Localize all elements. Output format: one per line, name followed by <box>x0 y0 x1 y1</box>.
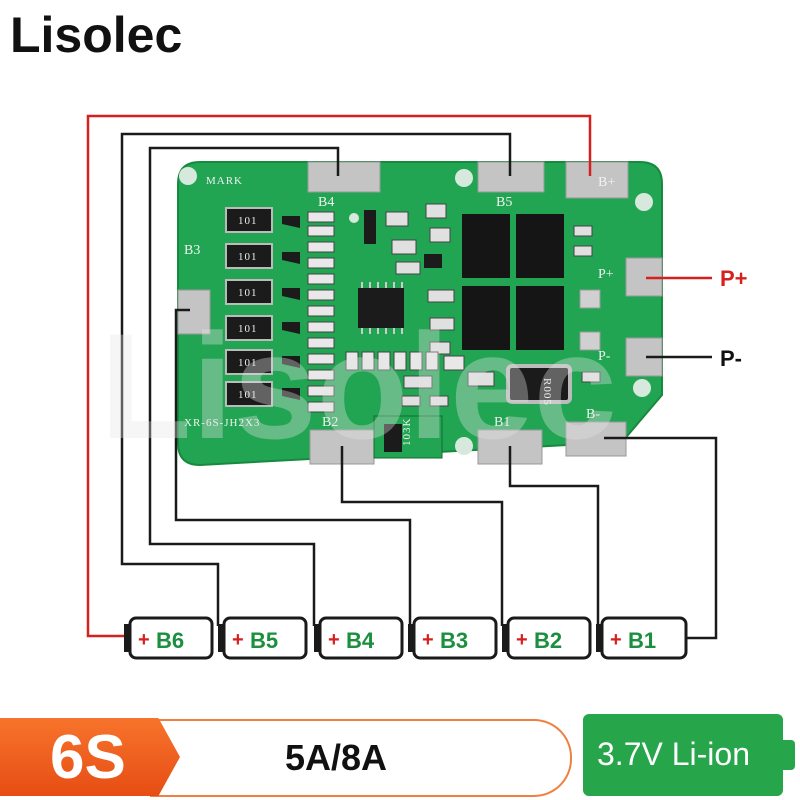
resistor-column: 101 101 101 101 101 101 <box>225 207 273 407</box>
mounting-hole-icon <box>349 213 359 223</box>
svg-text:101: 101 <box>238 287 258 299</box>
battery-cell-icon: + B4 <box>314 616 404 660</box>
svg-text:+: + <box>232 629 244 651</box>
test-pad <box>579 289 601 309</box>
mounting-hole-icon <box>633 379 651 397</box>
label-p-plus: P+ <box>720 266 748 291</box>
label-b2: B2 <box>322 415 338 430</box>
cell-label-b5: B5 <box>250 628 278 653</box>
label-b4: B4 <box>318 195 334 210</box>
series-badge: 6S <box>0 718 180 796</box>
cell-label-b4: B4 <box>346 628 375 653</box>
battery-cell-icon: + B6 <box>124 616 214 660</box>
label-b1: B1 <box>494 415 510 430</box>
test-pad <box>579 331 601 351</box>
svg-text:+: + <box>422 629 434 651</box>
mounting-hole-icon <box>455 437 473 455</box>
svg-text:101: 101 <box>238 357 258 369</box>
transistor-column <box>282 216 300 400</box>
current-rating-badge: 5A/8A <box>150 719 572 797</box>
cell-label-b2: B2 <box>534 628 562 653</box>
battery-cell-row: + B6 + B5 + B4 + B3 + B2 <box>124 616 688 660</box>
mounting-hole-icon <box>455 169 473 187</box>
mark-text: MARK <box>206 175 243 187</box>
label-bminus: B- <box>586 407 600 422</box>
ic-chip <box>358 288 404 328</box>
svg-text:+: + <box>516 629 528 651</box>
mounting-hole-icon <box>635 193 653 211</box>
capacitor-row <box>345 351 465 371</box>
shunt-resistor <box>506 364 572 404</box>
svg-text:101: 101 <box>238 215 258 227</box>
brand-logo: Lisolec <box>10 7 183 63</box>
chemistry-text: 3.7V Li-ion <box>597 736 750 772</box>
svg-text:101: 101 <box>238 389 258 401</box>
series-text: 6S <box>50 723 126 792</box>
mounting-hole-icon <box>179 167 197 185</box>
svg-text:101: 101 <box>238 323 258 335</box>
ic-pins <box>361 282 403 334</box>
smd-column <box>307 211 335 413</box>
label-pplus-board: P+ <box>598 267 614 282</box>
label-b3: B3 <box>184 243 200 258</box>
label-p-minus: P- <box>720 346 742 371</box>
battery-cell-icon: + B5 <box>218 616 308 660</box>
wires <box>86 114 718 640</box>
chemistry-badge: 3.7V Li-ion <box>583 714 795 796</box>
chip-text: 103K <box>401 418 413 446</box>
pad-bplus <box>565 161 629 199</box>
bms-wiring-diagram: MARK B4 B5 B+ B3 P+ P- B2 B1 B- XR-6S-JH… <box>86 114 748 660</box>
mosfet-array <box>462 214 564 350</box>
current-rating-text: 5A/8A <box>285 737 388 778</box>
svg-text:R005: R005 <box>541 378 553 406</box>
pcb-board: MARK B4 B5 B+ B3 P+ P- B2 B1 B- XR-6S-JH… <box>177 161 663 467</box>
battery-cell-icon: + B1 <box>596 616 688 660</box>
battery-cell-icon: + B2 <box>502 616 592 660</box>
pad-b3 <box>177 289 211 335</box>
battery-cell-icon: + B3 <box>408 616 498 660</box>
battery-terminal-icon <box>783 740 795 770</box>
cell-label-b6: B6 <box>156 628 184 653</box>
svg-text:+: + <box>138 629 150 651</box>
svg-text:+: + <box>610 629 622 651</box>
label-b5: B5 <box>496 195 512 210</box>
label-pminus-board: P- <box>598 349 611 364</box>
svg-text:+: + <box>328 629 340 651</box>
label-bplus: B+ <box>598 175 615 190</box>
cell-label-b3: B3 <box>440 628 468 653</box>
svg-text:101: 101 <box>238 251 258 263</box>
model-text: XR-6S-JH2X3 <box>184 417 260 429</box>
cell-label-b1: B1 <box>628 628 656 653</box>
pad-b4 <box>307 161 381 193</box>
